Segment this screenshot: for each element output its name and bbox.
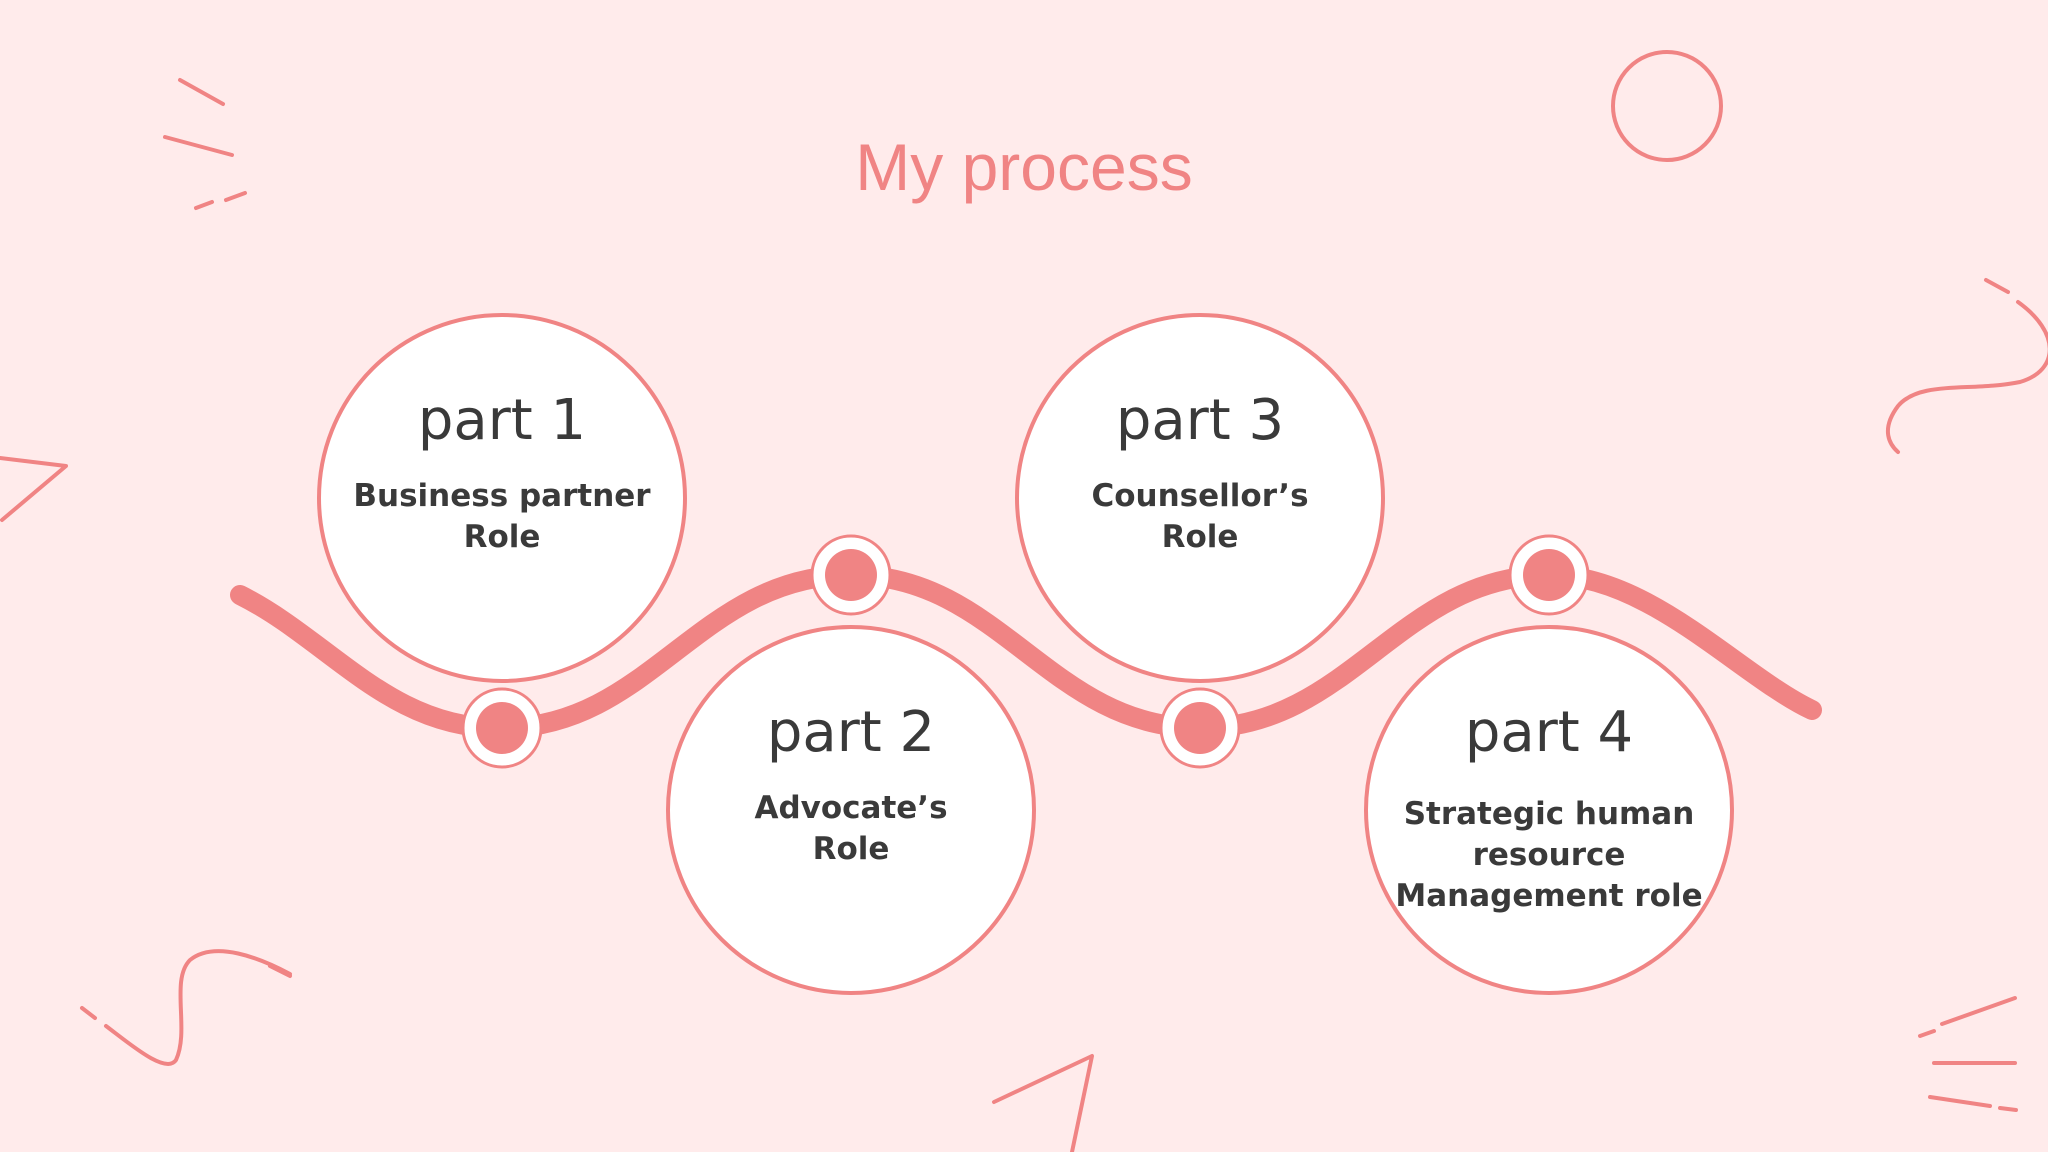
step-label: Business partner Role: [353, 478, 651, 555]
step-circle: [317, 313, 687, 683]
decor-dash: [224, 191, 247, 202]
page-title: My process: [855, 130, 1193, 204]
decor-dash: [1918, 1029, 1936, 1038]
step-heading: part 4: [1464, 700, 1634, 765]
decor-dash: [163, 135, 234, 157]
decor-squiggle: [80, 1006, 97, 1020]
step-circle: [1015, 313, 1385, 683]
decor-triangle: [0, 456, 68, 522]
step-3: part 3 Counsellor’s Role: [1035, 388, 1365, 718]
step-marker-dot: [476, 702, 528, 754]
decor-squiggle: [1984, 278, 2010, 294]
decor-dash: [1940, 996, 2017, 1026]
decor-dash: [1928, 1095, 1992, 1108]
step-marker-dot: [1523, 549, 1575, 601]
step-label: Advocate’s Role: [754, 790, 948, 867]
decor-dash: [178, 78, 225, 106]
step-heading: part 3: [1115, 388, 1285, 453]
decor-circle: [1611, 50, 1723, 162]
step-4: part 4 Strategic human resource Managemen…: [1384, 700, 1714, 1030]
decor-dash: [1998, 1106, 2018, 1112]
step-1: part 1 Business partner Role: [337, 388, 667, 718]
step-label: Strategic human resource Management role: [1395, 796, 1703, 914]
decor-triangle: [992, 1054, 1094, 1152]
decor-squiggle: [104, 949, 292, 1066]
step-circle: [666, 625, 1036, 995]
decor-dash: [194, 200, 214, 210]
step-circle: [1364, 625, 1734, 995]
step-marker-dot: [825, 549, 877, 601]
decor-squiggle: [268, 964, 292, 978]
step-heading: part 2: [766, 700, 936, 765]
step-2: part 2 Advocate’s Role: [686, 700, 1016, 1030]
step-heading: part 1: [417, 388, 587, 453]
step-label: Counsellor’s Role: [1091, 478, 1309, 555]
decor-squiggle: [1885, 300, 2048, 454]
step-marker-dot: [1174, 702, 1226, 754]
